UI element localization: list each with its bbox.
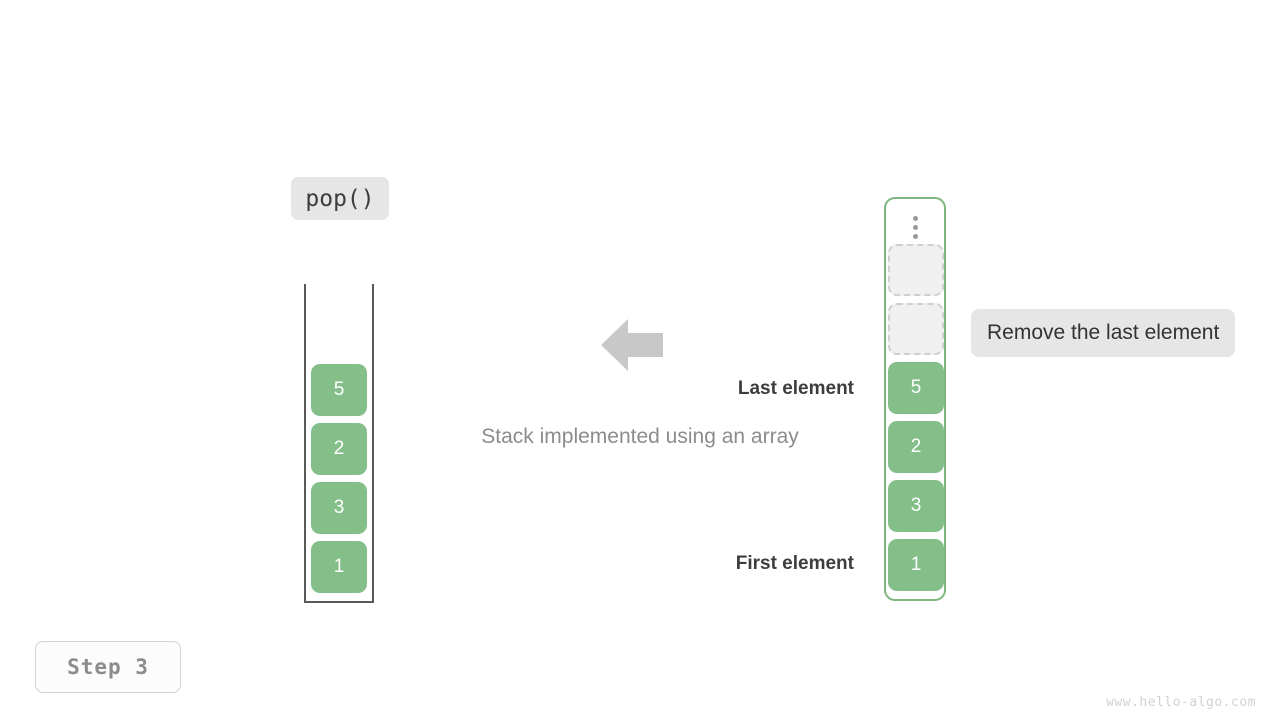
array-empty-slot (888, 244, 944, 296)
array-empty-slot (888, 303, 944, 355)
last-element-label: Last element (737, 378, 854, 399)
ellipsis-dot (912, 233, 918, 239)
watermark: www.hello-algo.com (1106, 695, 1256, 710)
array-cell: 2 (888, 421, 944, 473)
array-cell: 5 (888, 362, 944, 414)
stack-wall-right (372, 284, 374, 603)
array-cell: 1 (888, 539, 944, 591)
ellipsis-dot (912, 215, 918, 221)
vertical-ellipsis-icon (886, 209, 944, 245)
array-container: 5 2 3 1 (884, 197, 946, 601)
stack-floor (304, 601, 374, 603)
diagram-caption: Stack implemented using an array (481, 425, 799, 448)
stack-cell: 3 (311, 482, 367, 534)
array-cell: 3 (888, 480, 944, 532)
ellipsis-dot (912, 224, 918, 230)
first-element-label: First element (735, 553, 854, 574)
stack-cell-list: 5 2 3 1 (311, 364, 367, 593)
stack-cell: 2 (311, 423, 367, 475)
stack-cell: 1 (311, 541, 367, 593)
annotation-note: Remove the last element (971, 309, 1236, 357)
array-cell-list: 5 2 3 1 (888, 244, 944, 591)
arrow-left-icon (601, 318, 663, 372)
stack-wall-left (304, 284, 306, 603)
step-badge: Step 3 (35, 641, 181, 693)
operation-label: pop() (291, 177, 389, 220)
stack-cell: 5 (311, 364, 367, 416)
stack-container: 5 2 3 1 (304, 284, 374, 603)
